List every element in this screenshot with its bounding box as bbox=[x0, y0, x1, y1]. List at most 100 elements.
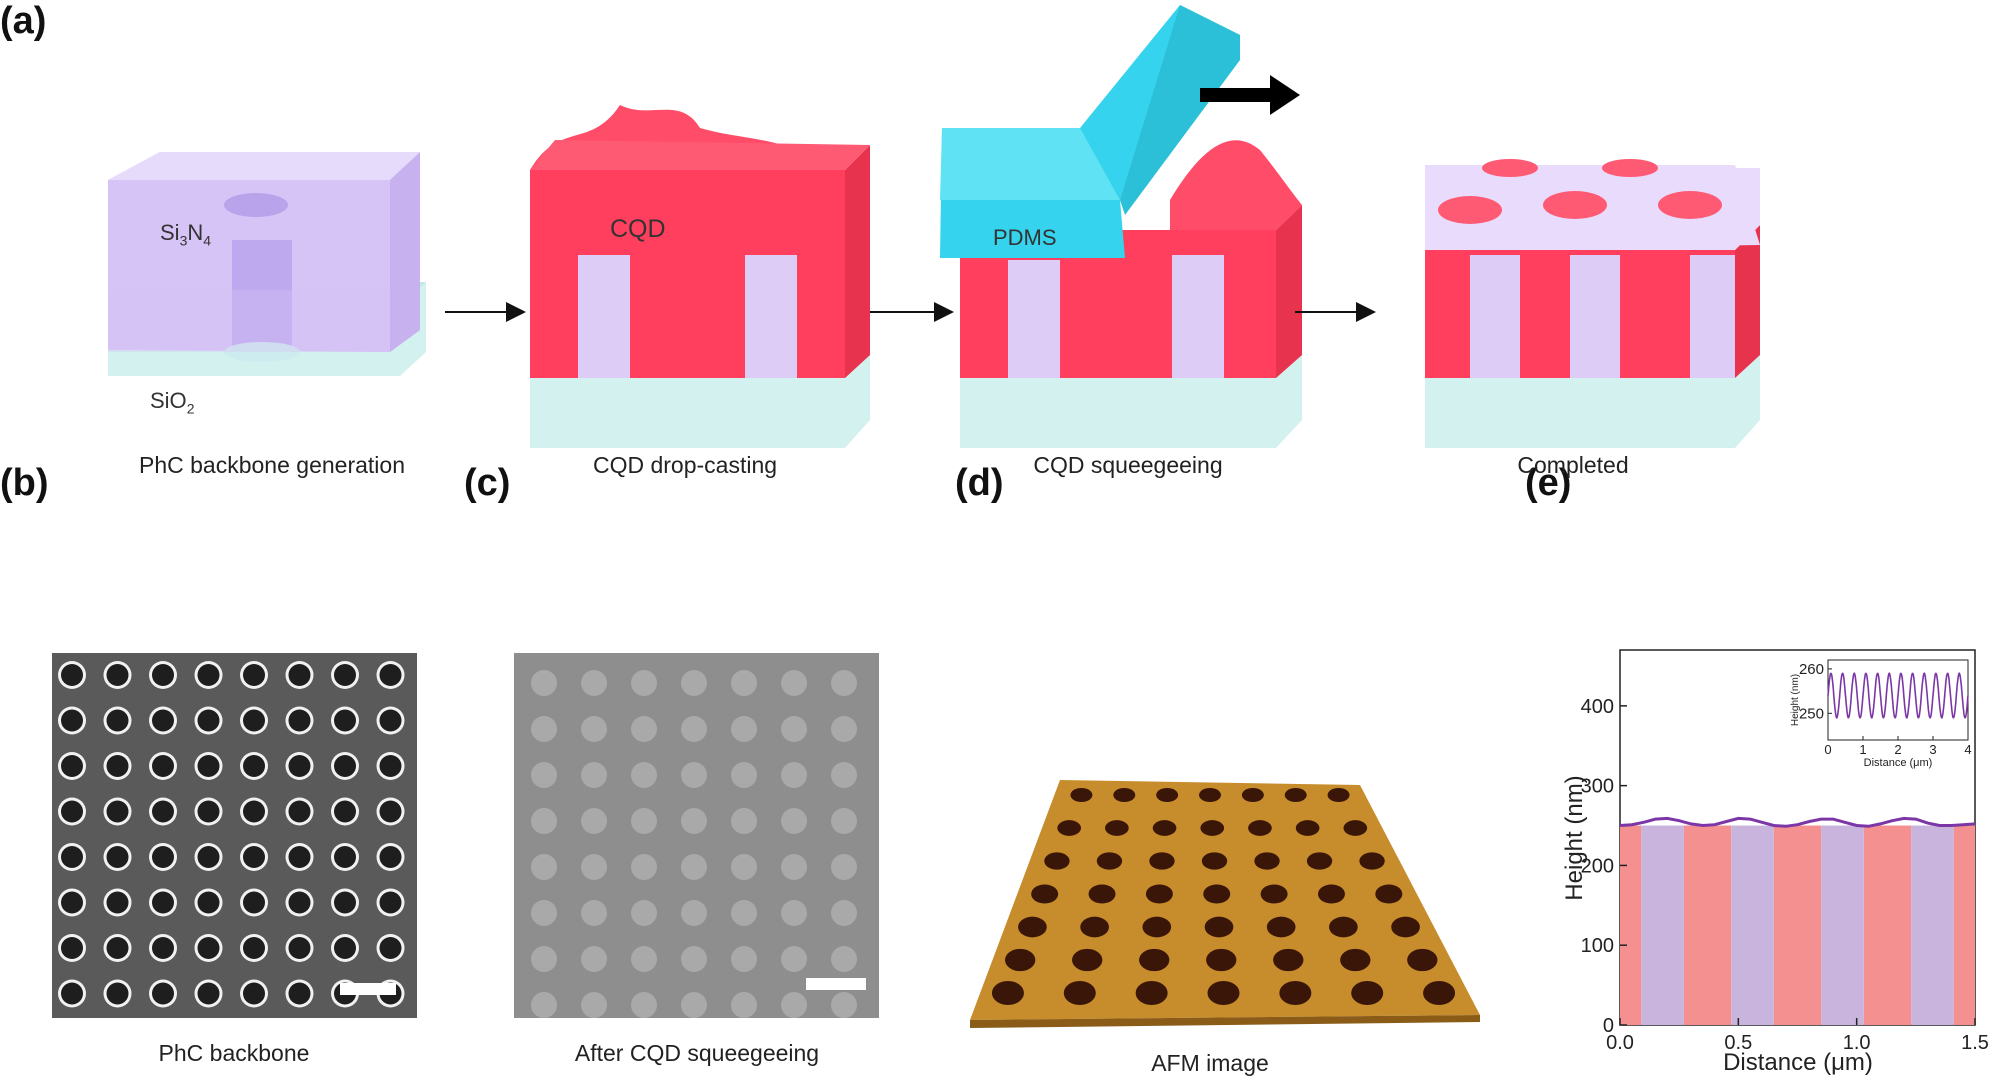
sem-filled-hole bbox=[731, 854, 757, 880]
sem-filled-hole bbox=[581, 946, 607, 972]
afm-hole bbox=[1057, 820, 1082, 836]
label-sio2: SiO2 bbox=[150, 388, 195, 417]
afm-hole bbox=[1248, 820, 1272, 836]
afm-hole bbox=[1284, 788, 1307, 802]
x-tick-label: 1.5 bbox=[1961, 1032, 1989, 1054]
afm-hole bbox=[1306, 852, 1333, 870]
scale-bar bbox=[806, 978, 866, 990]
y-tick-label: 100 bbox=[1581, 935, 1614, 957]
sem-filled-hole bbox=[781, 992, 807, 1018]
caption-c: After CQD squeegeeing bbox=[574, 1040, 820, 1066]
sem-hole bbox=[152, 982, 174, 1005]
afm-hole bbox=[1407, 948, 1438, 972]
sem-hole bbox=[106, 709, 129, 732]
sem-hole bbox=[61, 891, 83, 914]
afm-hole bbox=[1005, 948, 1036, 972]
afm-hole bbox=[1063, 981, 1096, 1005]
panel-label-d: (d) bbox=[955, 462, 1004, 504]
sem-filled-hole bbox=[631, 992, 657, 1018]
caption-step-2: CQD drop-casting bbox=[592, 452, 778, 478]
afm-hole bbox=[1375, 884, 1403, 904]
afm-hole bbox=[1080, 916, 1109, 938]
si3n4-band bbox=[1641, 825, 1684, 1025]
sem-hole bbox=[334, 891, 356, 914]
afm-hole bbox=[1203, 884, 1231, 904]
sem-filled-hole bbox=[581, 716, 607, 742]
sem-hole bbox=[61, 937, 83, 959]
sem-hole bbox=[152, 846, 174, 868]
caption-b: PhC backbone bbox=[158, 1040, 310, 1066]
sem-hole bbox=[334, 846, 356, 868]
sem-hole bbox=[61, 755, 83, 777]
sem-filled-hole bbox=[631, 808, 657, 834]
sem-filled-hole bbox=[831, 762, 857, 788]
sem-filled-hole bbox=[581, 762, 607, 788]
inset-y-tick-label: 250 bbox=[1799, 705, 1824, 722]
inset-x-tick-label: 4 bbox=[1964, 742, 1971, 757]
sem-hole bbox=[152, 755, 174, 777]
sem-filled-hole bbox=[731, 670, 757, 696]
sem-hole bbox=[61, 846, 83, 868]
sem-filled-hole bbox=[781, 946, 807, 972]
y-tick-label: 300 bbox=[1581, 776, 1614, 798]
sem-hole bbox=[334, 709, 356, 732]
sem-filled-hole bbox=[731, 992, 757, 1018]
sem-filled-hole bbox=[781, 808, 807, 834]
sem-hole bbox=[197, 937, 220, 959]
caption-step-3: CQD squeegeeing bbox=[1033, 452, 1223, 478]
sem-image-after-squeegee bbox=[514, 653, 879, 1018]
sem-filled-hole bbox=[781, 900, 807, 926]
label-si3n4: Si3N4 bbox=[160, 220, 212, 249]
sem-filled-hole bbox=[731, 808, 757, 834]
label-cqd: CQD bbox=[610, 215, 666, 243]
sem-hole bbox=[106, 891, 129, 914]
sem-hole bbox=[243, 982, 265, 1005]
inset-y-axis-label: Height (nm) bbox=[1790, 674, 1801, 726]
sem-hole bbox=[106, 755, 129, 777]
inset-x-tick-label: 2 bbox=[1894, 742, 1901, 757]
sem-hole bbox=[288, 982, 311, 1005]
sem-hole bbox=[197, 755, 220, 777]
sem-filled-hole bbox=[681, 946, 707, 972]
cqd-band bbox=[1620, 825, 1642, 1025]
afm-hole bbox=[1273, 948, 1304, 972]
sem-filled-hole bbox=[531, 946, 557, 972]
afm-hole bbox=[1031, 884, 1059, 904]
cqd-band bbox=[1953, 825, 1975, 1025]
sem-hole bbox=[106, 800, 129, 823]
afm-hole bbox=[1096, 852, 1123, 870]
sem-hole bbox=[288, 709, 311, 732]
sem-hole bbox=[106, 846, 129, 868]
sem-filled-hole bbox=[531, 854, 557, 880]
sem-filled-hole bbox=[731, 946, 757, 972]
afm-hole bbox=[1329, 916, 1358, 938]
height-profile-line bbox=[1619, 816, 1976, 828]
panel-label-b: (b) bbox=[0, 462, 49, 504]
sem-hole bbox=[288, 664, 311, 686]
sem-hole bbox=[61, 709, 83, 732]
sem-hole bbox=[379, 755, 402, 777]
afm-hole bbox=[1279, 981, 1312, 1005]
afm-hole bbox=[1317, 884, 1345, 904]
y-axis-label: Height (nm) bbox=[1561, 775, 1588, 900]
afm-hole bbox=[1142, 916, 1172, 938]
afm-hole bbox=[1044, 852, 1070, 870]
sem-hole bbox=[288, 755, 311, 777]
sem-filled-hole bbox=[581, 808, 607, 834]
afm-hole bbox=[1295, 820, 1320, 836]
sem-hole bbox=[152, 664, 174, 686]
sem-filled-hole bbox=[781, 762, 807, 788]
sem-filled-hole bbox=[631, 854, 657, 880]
process-schematic bbox=[108, 5, 1760, 448]
sem-hole bbox=[197, 800, 220, 823]
afm-hole bbox=[1241, 788, 1264, 802]
sem-hole bbox=[243, 709, 265, 732]
label-pdms: PDMS bbox=[993, 225, 1057, 250]
x-tick-label: 1.0 bbox=[1843, 1032, 1871, 1054]
sem-hole bbox=[152, 800, 174, 823]
sem-hole bbox=[152, 937, 174, 959]
sem-filled-hole bbox=[731, 716, 757, 742]
afm-hole bbox=[1207, 981, 1240, 1005]
sem-filled-hole bbox=[681, 670, 707, 696]
block-phc-backbone bbox=[108, 152, 426, 376]
